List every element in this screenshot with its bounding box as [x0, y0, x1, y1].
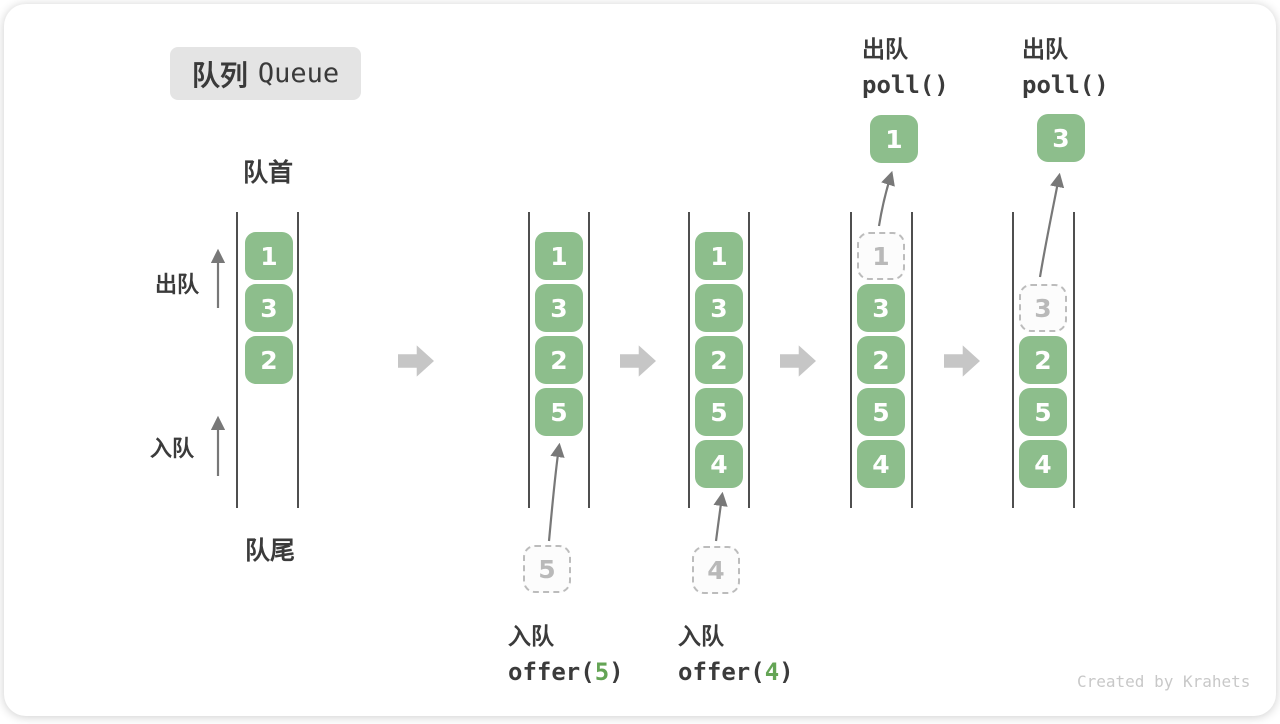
call-arg: 5: [594, 658, 610, 686]
queue2-cell: 5: [535, 388, 583, 436]
poll-1-arrow-icon: [877, 170, 895, 227]
op-enqueue-4: 入队 offer(4): [678, 617, 794, 686]
queue1-cell: 3: [245, 284, 293, 332]
queue5-cell: 5: [1019, 388, 1067, 436]
dequeue-side-label: 出队: [155, 272, 200, 297]
diagram-canvas: 队列 Queue 队首 队尾 出队 入队 1 3 2 1 3 2 5 5 入队 …: [4, 4, 1276, 716]
queue4-cell: 2: [857, 336, 905, 384]
call-arg: 4: [764, 658, 780, 686]
queue-rear-label: 队尾: [245, 537, 296, 565]
op-poll-1-action: 出队: [862, 36, 908, 62]
op-poll-2: 出队 poll(): [1022, 30, 1109, 99]
queue4-right-rail: [911, 212, 913, 508]
queue5-ghost-cell: 3: [1019, 284, 1067, 332]
queue3-cell: 4: [695, 440, 743, 488]
transition-arrow-icon: [620, 345, 656, 377]
op-poll-1: 出队 poll(): [862, 30, 949, 99]
popped-cell-1: 1: [870, 115, 918, 163]
queue1-left-rail: [236, 212, 238, 508]
op-enqueue-5-call: offer(5): [508, 658, 624, 686]
queue3-right-rail: [748, 212, 750, 508]
queue2-left-rail: [528, 212, 530, 508]
queue2-cell: 3: [535, 284, 583, 332]
op-poll-1-call: poll(): [862, 71, 949, 99]
poll-3-arrow-icon: [1038, 172, 1065, 278]
enqueue-side-label: 入队: [150, 436, 195, 461]
queue5-left-rail: [1012, 212, 1014, 508]
op-enqueue-4-call: offer(4): [678, 658, 794, 686]
queue4-cell: 3: [857, 284, 905, 332]
incoming-cell-4: 4: [692, 546, 740, 594]
watermark: Created by Krahets: [1077, 672, 1251, 691]
queue2-cell: 2: [535, 336, 583, 384]
transition-arrow-icon: [780, 345, 816, 377]
title-badge: 队列 Queue: [170, 47, 361, 100]
queue5-cell: 4: [1019, 440, 1067, 488]
queue4-ghost-cell: 1: [857, 232, 905, 280]
call-open: offer(: [508, 658, 595, 686]
queue3-left-rail: [688, 212, 690, 508]
op-poll-2-action: 出队: [1022, 36, 1068, 62]
queue1-cell: 2: [245, 336, 293, 384]
op-enqueue-5-action: 入队: [508, 623, 554, 649]
queue5-right-rail: [1073, 212, 1075, 508]
queue2-cell: 1: [535, 232, 583, 280]
incoming-cell-5: 5: [523, 545, 571, 593]
transition-arrow-icon: [398, 345, 434, 377]
queue1-cell: 1: [245, 232, 293, 280]
enqueue-4-arrow-icon: [713, 491, 728, 542]
queue4-cell: 5: [857, 388, 905, 436]
title-zh: 队列: [191, 59, 248, 91]
queue4-cell: 4: [857, 440, 905, 488]
transition-arrow-icon: [944, 345, 980, 377]
queue4-left-rail: [850, 212, 852, 508]
title-en: Queue: [257, 58, 340, 89]
queue3-cell: 5: [695, 388, 743, 436]
queue3-cell: 1: [695, 232, 743, 280]
op-poll-2-call: poll(): [1022, 71, 1109, 99]
queue3-cell: 2: [695, 336, 743, 384]
queue-front-label: 队首: [243, 159, 294, 187]
queue1-right-rail: [297, 212, 299, 508]
popped-cell-3: 3: [1037, 114, 1085, 162]
call-open: offer(: [678, 658, 765, 686]
call-close: ): [779, 658, 794, 686]
queue2-right-rail: [588, 212, 590, 508]
queue3-cell: 3: [695, 284, 743, 332]
call-close: ): [609, 658, 624, 686]
queue5-cell: 2: [1019, 336, 1067, 384]
op-enqueue-5: 入队 offer(5): [508, 617, 624, 686]
enqueue-5-arrow-icon: [547, 442, 565, 542]
op-enqueue-4-action: 入队: [678, 623, 724, 649]
